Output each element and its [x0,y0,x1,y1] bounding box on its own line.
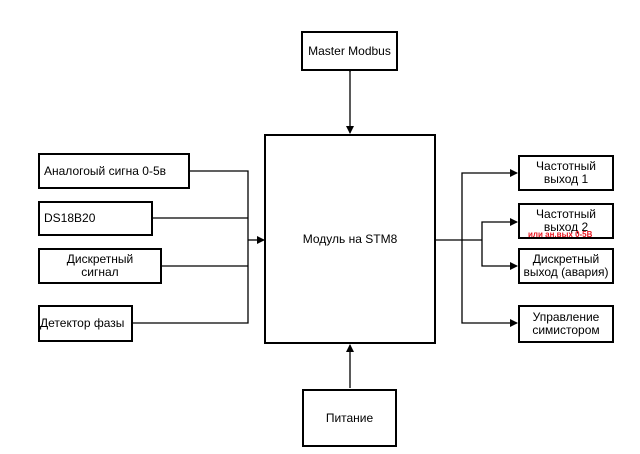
discrete-input-block: Дискретный сигнал [38,248,162,284]
freq-out-1-line2: выход 1 [543,172,589,186]
discrete-out-block: Дискретный выход (авария) [518,248,614,284]
discrete-out-line1: Дискретный [532,252,600,266]
triac-control-block: Управление симистором [518,305,614,343]
phase-detector-block: Детектор фазы [38,305,133,342]
master-modbus-block: Master Modbus [301,31,398,71]
analog-input-label: Аналогоый сигна 0-5в [44,163,166,178]
freq-out-1-block: Частотный выход 1 [518,155,614,191]
stm8-module-block: Модуль на STM8 [264,134,436,344]
triac-control-line2: симистором [532,323,600,337]
freq-out-2-line1: Частотный [536,207,596,221]
freq-out-2-block: Частотный выход 2 или ан.вых 0-5В [518,203,614,239]
power-block: Питание [302,389,397,447]
freq-out-1-line1: Частотный [536,159,596,173]
freq-out-2-note: или ан.вых 0-5В [528,230,593,239]
discrete-out-text: Дискретный выход (авария) [523,253,608,279]
discrete-out-link [481,240,518,270]
discrete-out-line2: выход (авария) [523,265,609,279]
triac-control-line1: Управление [532,310,600,324]
freq-out-2-text: Частотный выход 2 [536,208,596,234]
triac-control-text: Управление симистором [532,311,599,337]
analog-input-block: Аналогоый сигна 0-5в [38,153,190,189]
freq-out-1-link [461,169,518,240]
power-label: Питание [325,410,374,425]
analog-input-link [190,170,249,240]
stm8-module-label: Модуль на STM8 [302,231,398,246]
ds18b20-block: DS18B20 [38,201,153,236]
freq-out-2-line2: выход 2 [543,220,589,234]
discrete-input-line1: Дискретный [66,252,134,266]
phase-detector-label: Детектор фазы [40,316,125,330]
master-modbus-label: Master Modbus [308,43,391,58]
discrete-input-text: Дискретный сигнал [67,253,133,279]
freq-out-1-text: Частотный выход 1 [536,160,596,186]
phase-detector-link [133,240,249,324]
ds18b20-label: DS18B20 [44,211,96,225]
triac-link [461,240,518,327]
discrete-input-line2: сигнал [81,265,119,279]
freq-out-2-link [481,218,518,240]
